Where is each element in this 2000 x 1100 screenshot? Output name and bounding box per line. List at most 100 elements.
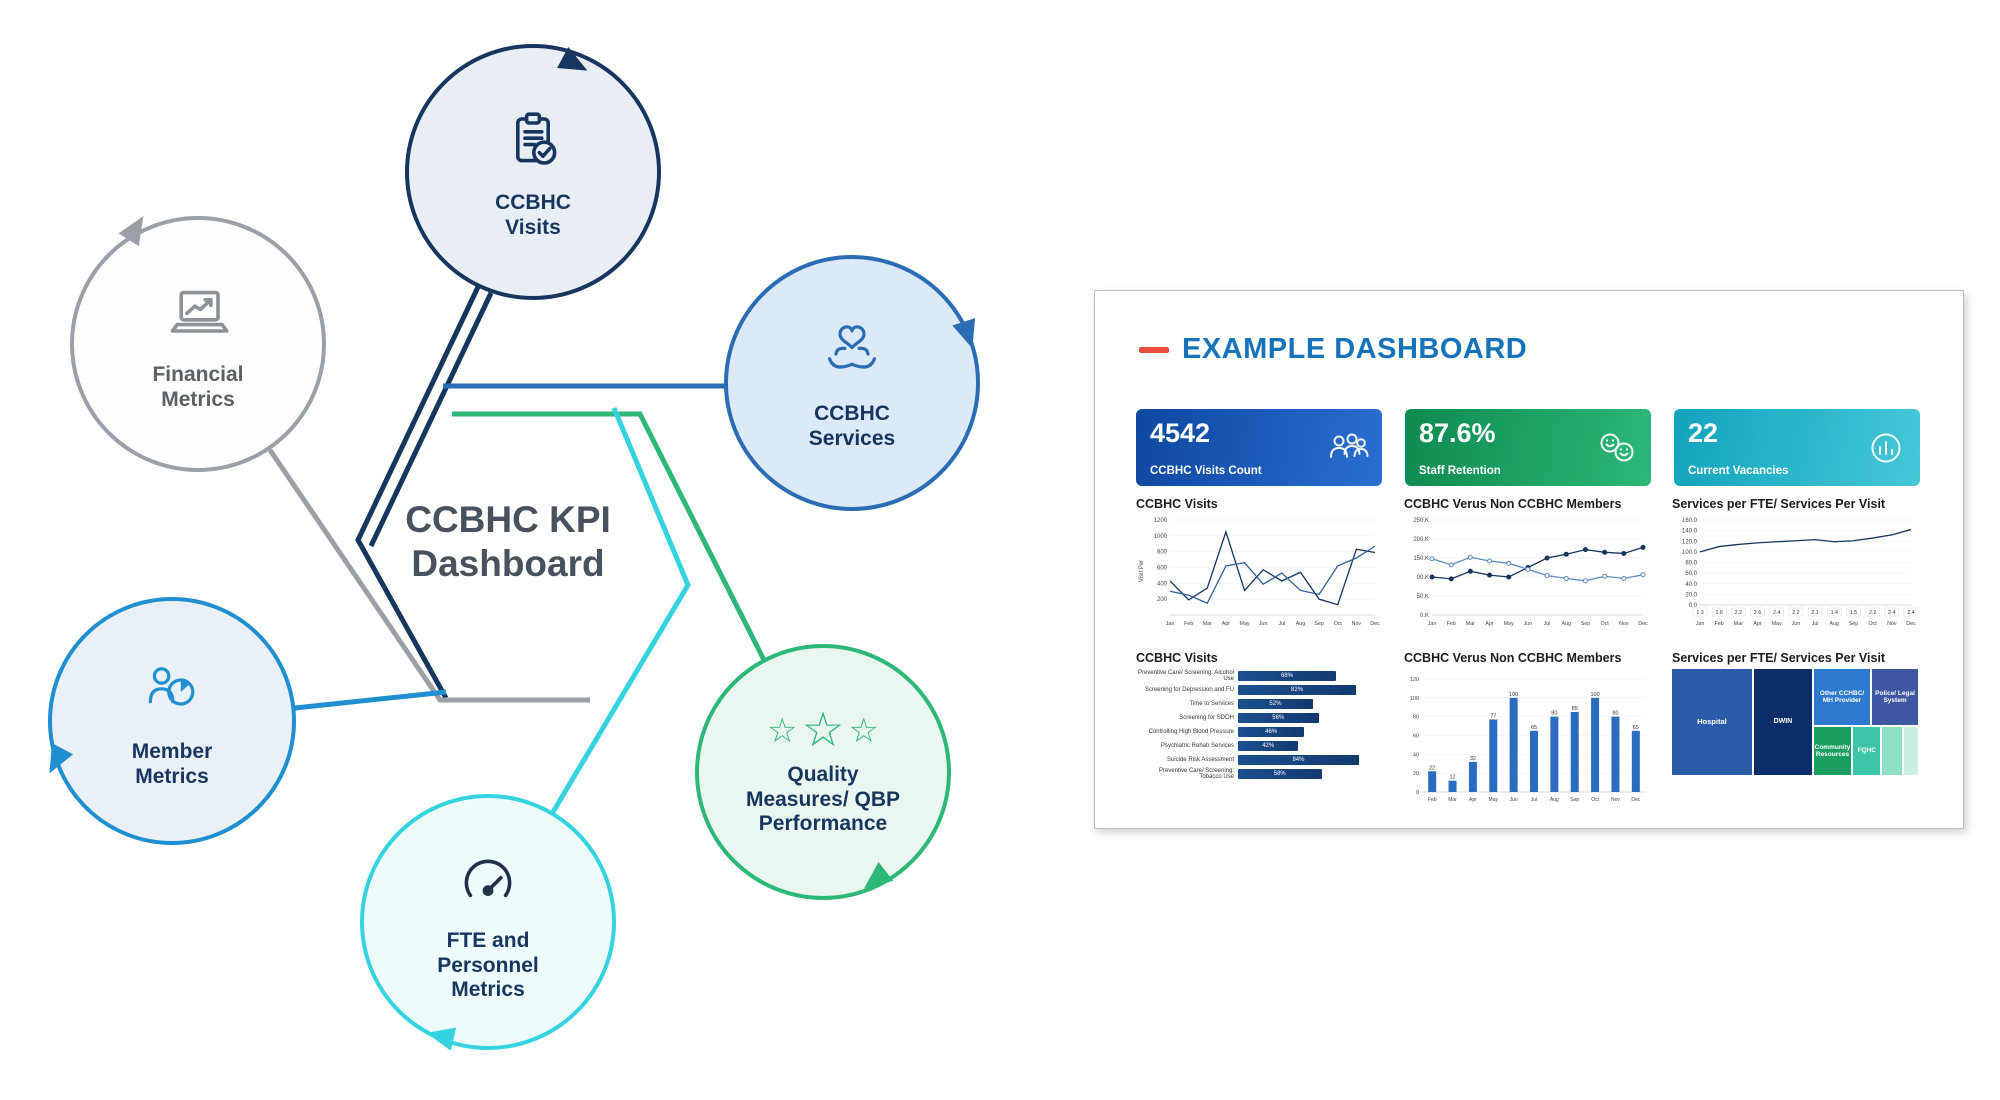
svg-text:60: 60 <box>1413 734 1419 740</box>
svg-text:32: 32 <box>1470 756 1476 762</box>
svg-text:May: May <box>1772 621 1782 627</box>
svg-text:2.4: 2.4 <box>1773 610 1780 616</box>
node-label: FTE and Personnel Metrics <box>437 928 539 1002</box>
svg-text:Mar: Mar <box>1734 621 1743 627</box>
smiley-faces-icon <box>1600 433 1634 462</box>
svg-text:Jun: Jun <box>1259 621 1268 627</box>
node-label: Quality Measures/ QBP Performance <box>745 762 901 836</box>
arrow-icon <box>39 743 73 779</box>
kpi-value: 22 <box>1688 418 1719 448</box>
kpi-value: 87.6% <box>1419 418 1496 448</box>
svg-text:140.0: 140.0 <box>1682 529 1698 535</box>
treemap-cell: Community Resources <box>1813 727 1852 775</box>
bar: 52% <box>1238 699 1313 709</box>
kpi-card-current-vacancies: 22 Current Vacancies <box>1674 409 1920 486</box>
svg-text:Jul: Jul <box>1531 797 1537 803</box>
svg-text:Sep: Sep <box>1849 621 1858 627</box>
kpi-card-staff-retention: 87.6% Staff Retention <box>1405 409 1651 486</box>
hands-heart-icon <box>828 325 876 369</box>
svg-text:Aug: Aug <box>1562 621 1571 627</box>
svg-text:800: 800 <box>1157 550 1168 556</box>
svg-text:1.4: 1.4 <box>1831 610 1838 616</box>
treemap-cell: Other CCHBC/ MH Provider <box>1813 669 1871 726</box>
bar <box>1468 761 1477 792</box>
svg-text:1.6: 1.6 <box>1715 610 1722 616</box>
svg-text:2.1: 2.1 <box>1811 610 1818 616</box>
bar <box>1591 697 1600 792</box>
svg-text:2.6: 2.6 <box>1754 610 1761 616</box>
example-dashboard-panel: EXAMPLE DASHBOARD 4542 CCBHC Visits Coun… <box>1094 290 1964 829</box>
bar: 58% <box>1238 769 1322 779</box>
svg-text:40.0: 40.0 <box>1685 582 1697 588</box>
svg-text:160.0: 160.0 <box>1682 518 1698 524</box>
svg-text:250.K: 250.K <box>1413 518 1429 524</box>
svg-text:100.0: 100.0 <box>1682 550 1698 556</box>
three-stars-icon: ☆☆☆ <box>767 703 879 757</box>
svg-text:Feb: Feb <box>1447 621 1456 627</box>
svg-text:200: 200 <box>1157 597 1168 603</box>
treemap-cell: DWIN <box>1753 669 1812 775</box>
svg-text:Jul: Jul <box>1812 621 1819 627</box>
svg-text:80: 80 <box>1413 715 1419 721</box>
chart-services-per-fte-line: Services per FTE/ Services Per Visit 0.0… <box>1672 497 1919 632</box>
svg-text:20.0: 20.0 <box>1685 592 1697 598</box>
chart-title: CCBHC Verus Non CCBHC Members <box>1404 651 1622 665</box>
svg-text:1.5: 1.5 <box>1850 610 1857 616</box>
svg-text:Sep: Sep <box>1314 621 1323 627</box>
chart-ccbhc-visits-hbar: CCBHC Visits Preventive Care/ Screening:… <box>1136 651 1382 781</box>
bar <box>1509 697 1518 792</box>
svg-text:Oct: Oct <box>1591 797 1599 803</box>
kpi-value: 4542 <box>1150 418 1211 448</box>
svg-text:2.4: 2.4 <box>1907 610 1914 616</box>
svg-text:Nov: Nov <box>1611 797 1620 803</box>
svg-text:Apr: Apr <box>1222 621 1230 627</box>
chart-title: Services per FTE/ Services Per Visit <box>1672 497 1886 511</box>
svg-text:Nov: Nov <box>1352 621 1362 627</box>
svg-text:Mar: Mar <box>1203 621 1212 627</box>
svg-text:60.0: 60.0 <box>1685 571 1697 577</box>
svg-text:00.K: 00.K <box>1417 575 1429 581</box>
svg-text:50.K: 50.K <box>1417 594 1429 600</box>
svg-text:85: 85 <box>1572 706 1578 712</box>
bar: 82% <box>1238 685 1357 695</box>
diagram-center-title: CCBHC KPI Dashboard <box>405 499 611 585</box>
chart-title: Services per FTE/ Services Per Visit <box>1672 651 1886 665</box>
treemap-cell <box>1882 727 1903 775</box>
svg-text:120: 120 <box>1410 677 1419 683</box>
svg-text:0.0: 0.0 <box>1689 603 1698 609</box>
svg-text:Jan: Jan <box>1428 621 1437 627</box>
arrow-icon <box>952 318 983 352</box>
node-label: CCBHC Services <box>808 402 896 450</box>
treemap-cell: Police/ Legal System <box>1872 669 1918 726</box>
node-label: Financial Metrics <box>152 363 244 411</box>
node-ccbhc-visits: CCBHC Visits <box>405 44 661 300</box>
kpi-row: 4542 CCBHC Visits Count 87.6% Staff Rete… <box>1136 409 1920 486</box>
svg-text:Sep: Sep <box>1570 797 1579 803</box>
svg-text:Aug: Aug <box>1830 621 1839 627</box>
chart-canvas: 02040608010012022Feb12Mar32Apr77May100Ju… <box>1410 677 1646 803</box>
svg-text:Sep: Sep <box>1581 621 1590 627</box>
svg-text:Aug: Aug <box>1296 621 1305 627</box>
kpi-label: Staff Retention <box>1419 465 1501 477</box>
node-quality-measures: ☆☆☆ Quality Measures/ QBP Performance <box>695 644 951 900</box>
node-label: Member Metrics <box>131 740 213 788</box>
bar <box>1530 730 1538 792</box>
arrow-icon <box>557 47 593 81</box>
bar <box>1448 780 1457 792</box>
svg-text:600: 600 <box>1157 566 1168 572</box>
svg-text:2.2: 2.2 <box>1735 610 1742 616</box>
red-dash-icon <box>1139 346 1169 353</box>
chart-title: CCBHC Visits <box>1136 497 1218 511</box>
node-financial-metrics: Financial Metrics <box>70 216 326 472</box>
